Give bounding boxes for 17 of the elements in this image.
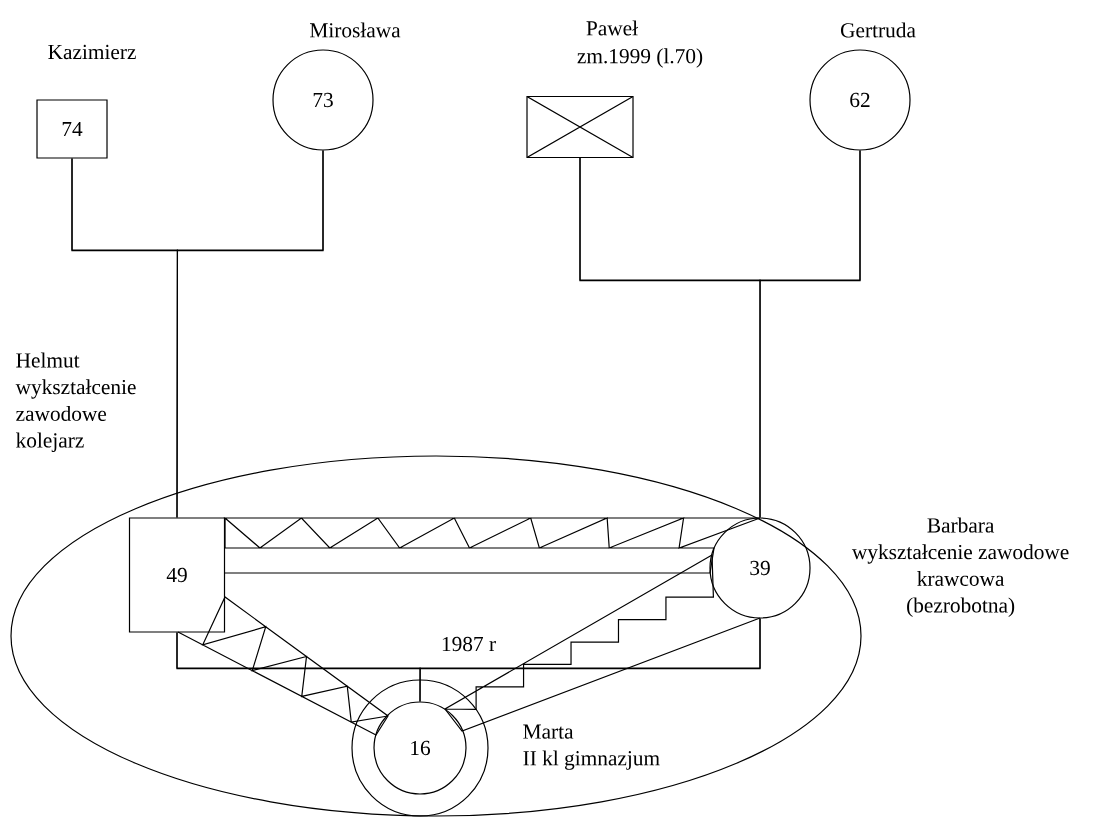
descent-line [419, 618, 761, 702]
person-square: 74 [36, 99, 108, 159]
person-name: Paweł [586, 20, 638, 36]
person-name: zm.1999 (l.70) [577, 48, 703, 68]
person-description: Barbara wykształcenie zawodowe krawcowa (bezrobotna) [851, 517, 1069, 617]
conflict-line [444, 554, 761, 732]
person-name: Kazimierz [48, 44, 136, 60]
descent-line [759, 150, 861, 518]
conflict-line [223, 517, 761, 574]
conflict-line [177, 596, 389, 736]
descent-line [176, 150, 324, 518]
person-description: Helmut wykształcenie zawodowe kolejarz [15, 352, 136, 452]
person-name: Mirosława [310, 22, 401, 38]
person-name: Gertruda [841, 22, 916, 38]
edge-label: 1987 r [439, 635, 498, 653]
person-square: 49 [128, 517, 226, 633]
person-description: Marta II kl gimnazjum [523, 724, 660, 770]
